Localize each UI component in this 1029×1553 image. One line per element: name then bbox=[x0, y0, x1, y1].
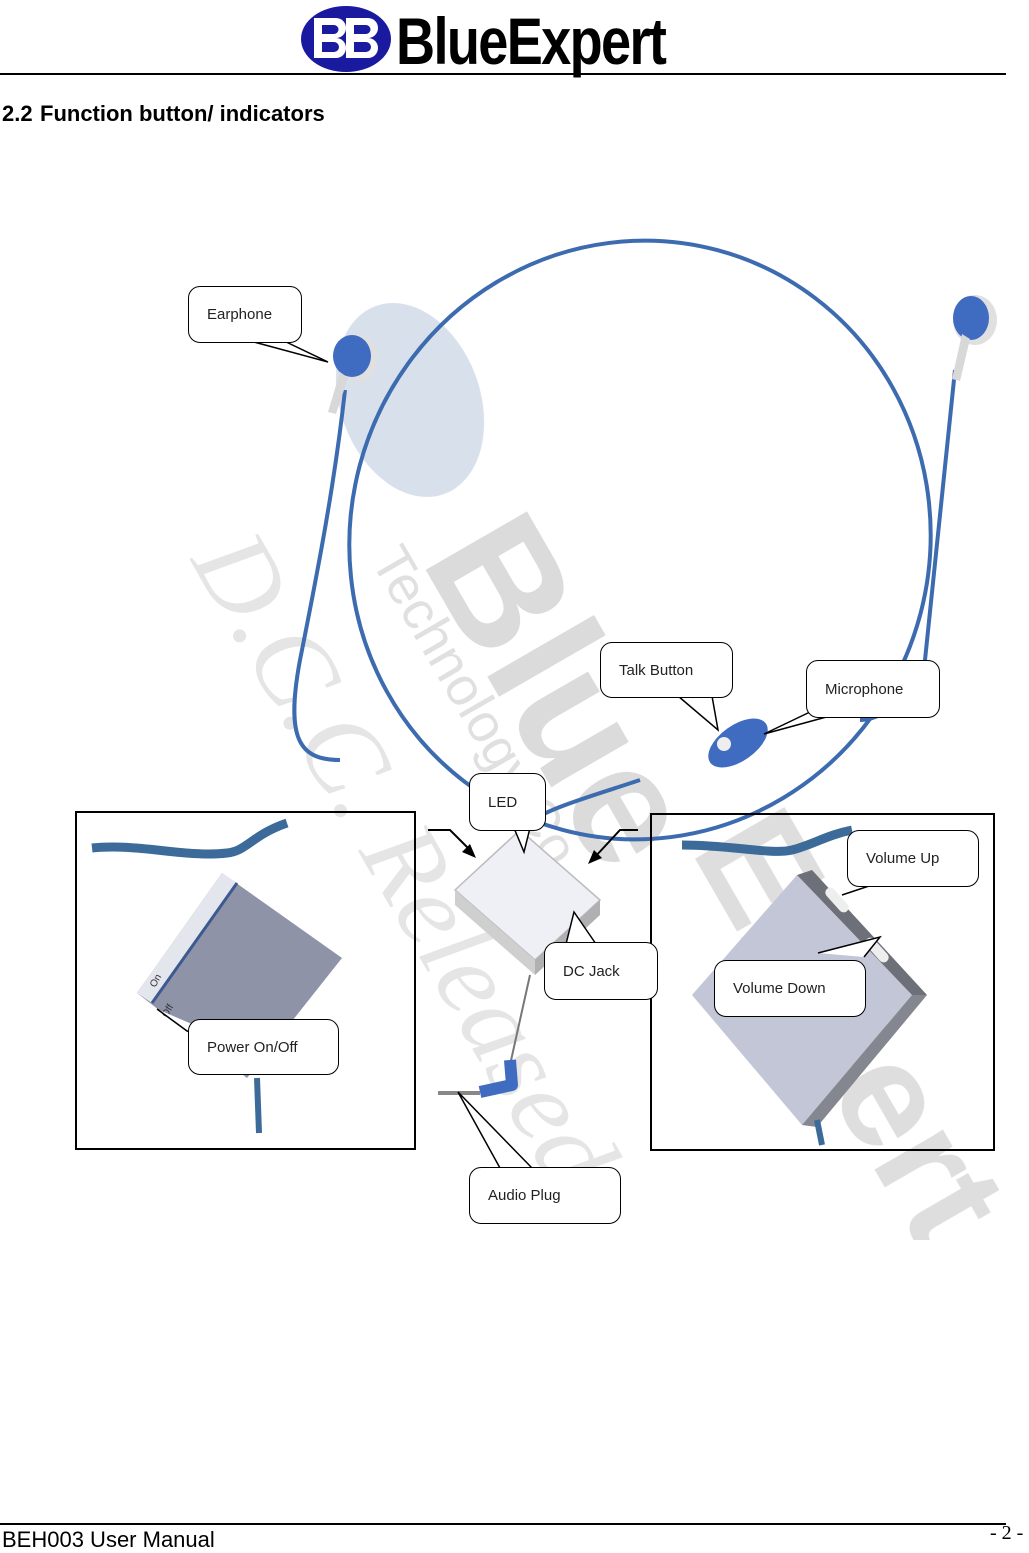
device-side-power-icon: On Off bbox=[91, 818, 342, 1134]
callout-volume-down: Volume Down bbox=[714, 960, 866, 1017]
callout-power-on-off: Power On/Off bbox=[188, 1019, 339, 1075]
callout-talk-button: Talk Button bbox=[600, 642, 733, 698]
earbud-left-icon bbox=[328, 334, 378, 414]
section-title: Function button/ indicators bbox=[40, 101, 325, 126]
logo-mark-icon bbox=[301, 6, 391, 72]
callout-earphone: Earphone bbox=[188, 286, 302, 343]
microphone-unit-icon bbox=[708, 718, 768, 768]
footer-rule bbox=[0, 1523, 1006, 1525]
inset-volume-buttons: Volume Up Volume Down bbox=[650, 813, 995, 1151]
page-number: - 2 - bbox=[990, 1522, 1024, 1544]
header-rule bbox=[0, 73, 1006, 75]
callout-led: LED bbox=[469, 773, 546, 831]
callout-audio-plug: Audio Plug bbox=[469, 1167, 621, 1224]
section-heading: 2.2 Function button/ indicators bbox=[2, 101, 325, 127]
document-title: BEH003 User Manual bbox=[2, 1527, 215, 1552]
callout-volume-up: Volume Up bbox=[847, 830, 979, 887]
inset-power-switch: On Off Power On/Off bbox=[75, 811, 416, 1150]
section-number: 2.2 bbox=[2, 101, 33, 126]
brand-logo: BlueExpert bbox=[300, 2, 710, 86]
callout-dc-jack: DC Jack bbox=[544, 942, 658, 1000]
brand-name: BlueExpert bbox=[396, 4, 667, 78]
callout-microphone: Microphone bbox=[806, 660, 940, 718]
earbud-right-icon bbox=[952, 295, 997, 381]
headset-diagram: Blue Expert Technology Co. D.C.C. Releas… bbox=[0, 230, 1029, 1240]
